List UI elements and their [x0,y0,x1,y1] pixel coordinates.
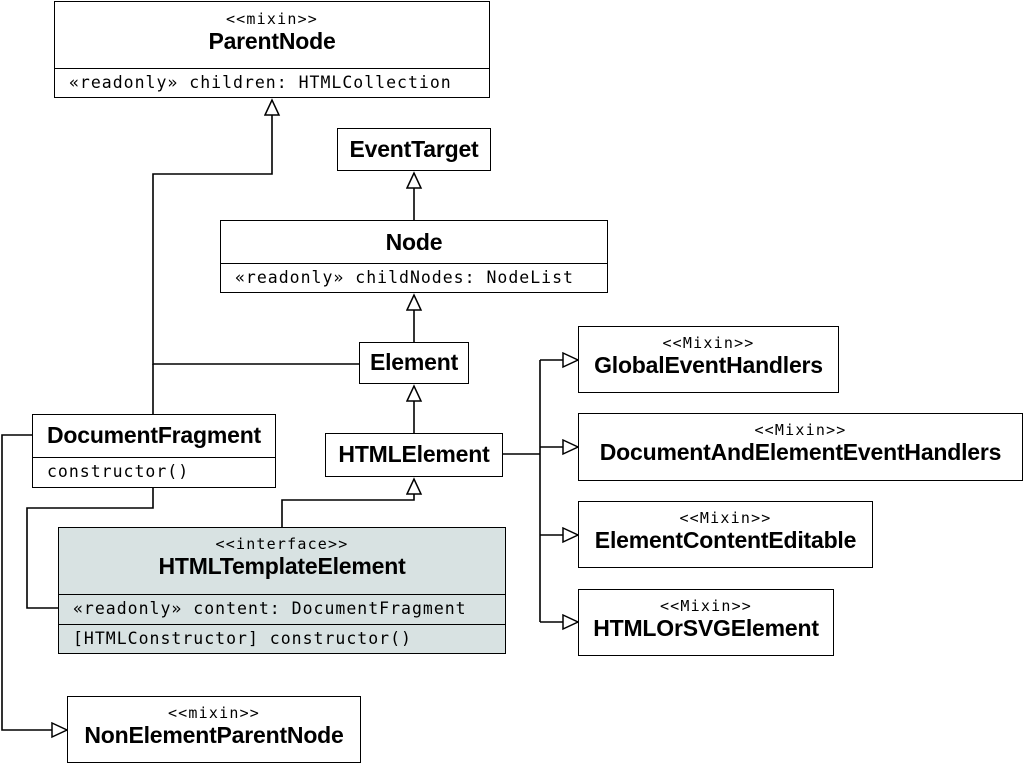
elementcontenteditable-name: ElementContentEditable [594,527,857,553]
elementcontenteditable-class: <<Mixin>> ElementContentEditable [578,501,873,568]
htmltemplateelement-attribute: «readonly» content: DocumentFragment [59,594,505,624]
documentandelementeventhandlers-class: <<Mixin>> DocumentAndElementEventHandler… [578,413,1023,481]
documentfragment-name: DocumentFragment [46,422,262,448]
htmltemplate-extends-htmlelement-line [281,479,414,527]
documentfragment-class: DocumentFragment constructor() [32,414,276,488]
htmlelement-class: HTMLElement [325,433,503,477]
elementcontenteditable-stereotype: <<Mixin>> [679,509,772,527]
parentnode-name: ParentNode [208,28,336,54]
eventtarget-name: EventTarget [349,136,479,162]
htmlorsvgelement-stereotype: <<Mixin>> [659,597,753,615]
nonelementparentnode-stereotype: <<mixin>> [167,704,261,722]
globaleventhandlers-class: <<Mixin>> GlobalEventHandlers [578,326,839,393]
htmltemplateelement-stereotype: <<interface>> [215,535,349,553]
documentfragment-content-association-line [26,488,154,609]
nonelementparentnode-name: NonElementParentNode [84,722,344,748]
globaleventhandlers-name: GlobalEventHandlers [594,352,823,378]
documentfragment-nonelementparentnode-line [1,434,67,730]
htmltemplateelement-name: HTMLTemplateElement [158,553,406,579]
htmlelement-name: HTMLElement [338,441,490,467]
documentandelementeventhandlers-stereotype: <<Mixin>> [754,421,847,439]
htmltemplateelement-class: <<interface>> HTMLTemplateElement «reado… [58,527,506,654]
nonelementparentnode-class: <<mixin>> NonElementParentNode [67,696,361,763]
parentnode-class: <<mixin>> ParentNode «readonly» children… [54,1,490,98]
node-class: Node «readonly» childNodes: NodeList [220,220,608,293]
documentfragment-operation: constructor() [33,457,275,485]
htmlorsvgelement-class: <<Mixin>> HTMLOrSVGElement [578,589,834,656]
element-name: Element [369,349,459,375]
element-class: Element [359,342,469,384]
parentnode-attribute: «readonly» children: HTMLCollection [55,68,489,96]
htmlorsvgelement-name: HTMLOrSVGElement [593,615,819,641]
eventtarget-class: EventTarget [337,128,491,171]
htmltemplateelement-operation: [HTMLConstructor] constructor() [59,624,505,652]
parentnode-stereotype: <<mixin>> [225,10,319,28]
globaleventhandlers-stereotype: <<Mixin>> [662,334,755,352]
element-parentnode-line [152,100,359,365]
node-name: Node [385,229,443,255]
node-attribute: «readonly» childNodes: NodeList [221,263,607,291]
documentandelementeventhandlers-name: DocumentAndElementEventHandlers [599,439,1002,465]
